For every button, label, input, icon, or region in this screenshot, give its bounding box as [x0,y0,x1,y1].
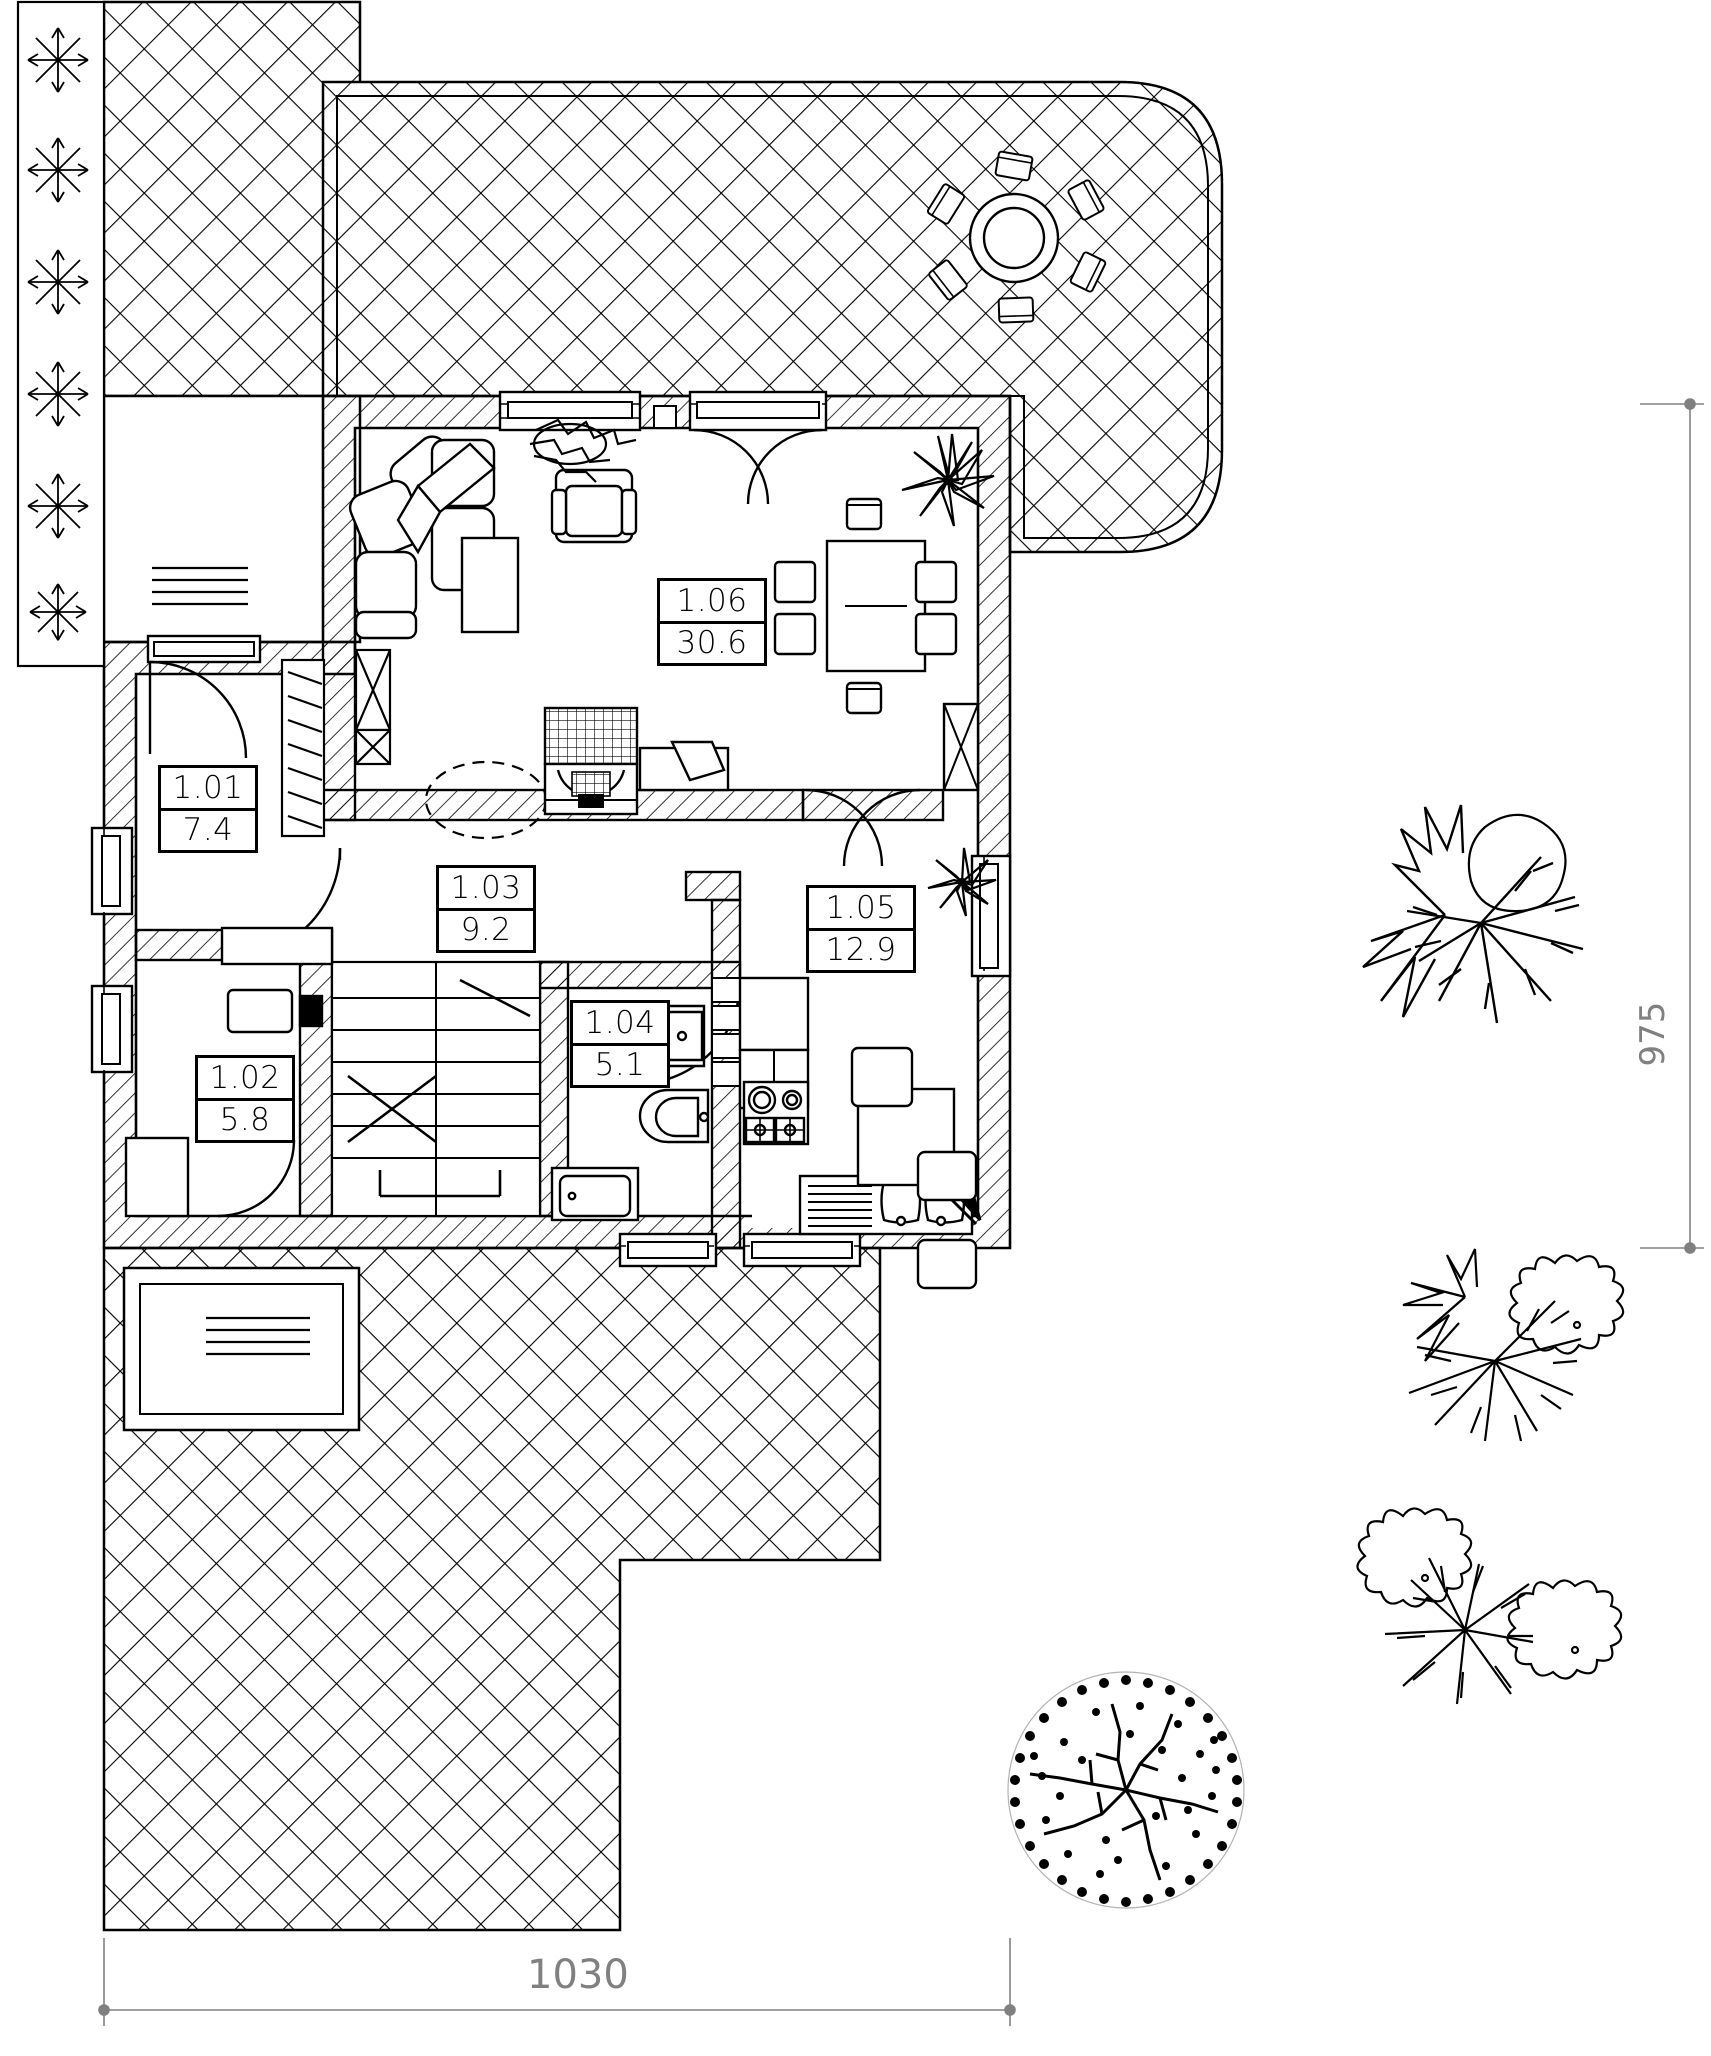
kitchen-fixtures [738,976,982,1290]
room-code: 1.05 [809,888,913,931]
dining-set [773,497,958,715]
dimension-label-bottom: 1030 [527,1952,629,1998]
patio-set [925,150,1108,324]
hall-closet [354,648,392,766]
room-tag-1-01[interactable]: 1.01 7.4 [158,765,258,853]
cooktop [742,1080,810,1146]
room-area: 7.4 [182,812,234,849]
dimension-label-right: 975 [1633,1001,1673,1067]
landscape-group-top [1362,804,1584,1024]
toilet [638,1088,710,1144]
shoe-bench [220,926,334,966]
armchair [550,468,638,544]
landscape-group-bottom [1356,1507,1623,1705]
room-code: 1.01 [161,768,255,811]
room-area: 9.2 [460,912,512,949]
shrub-border-left [16,0,106,668]
tv-console [638,740,730,792]
room-area: 30.6 [676,625,748,662]
dimension-lines [98,398,1704,2026]
room-area: 5.8 [219,1102,271,1139]
room-code: 1.03 [439,868,533,911]
nook-chair-b [916,1238,978,1290]
indoor-plant-star [901,433,995,527]
utility-unit [124,1136,190,1218]
nook-chair-a [916,1150,978,1202]
tall-cabinet [942,702,980,792]
bathtub [550,1166,640,1222]
room-area: 12.9 [825,932,897,969]
indoor-plant-kitchen [927,847,997,917]
canopy-tree [1007,1671,1245,1909]
hall-furniture [124,926,334,1218]
lower-patio-inset [122,1266,361,1432]
room-tag-1-05[interactable]: 1.05 12.9 [806,885,916,973]
fireplace [543,706,639,816]
landscape-group-mid [1402,1248,1625,1442]
indoor-plant-left [529,418,637,483]
room-tag-1-06[interactable]: 1.06 30.6 [657,578,767,666]
living-room-furniture [348,435,638,840]
fridge [738,976,810,1052]
room-code: 1.02 [198,1058,292,1101]
windows [90,390,1012,1268]
room-code: 1.06 [660,581,764,624]
room-tag-1-02[interactable]: 1.02 5.8 [195,1055,295,1143]
room-code: 1.04 [573,1003,667,1046]
room-tag-1-03[interactable]: 1.03 9.2 [436,865,536,953]
radiator-hall [280,658,326,838]
nook-chair-c [850,1046,914,1108]
room-area: 5.1 [594,1047,646,1084]
carport-roof [102,394,362,644]
room-tag-1-04[interactable]: 1.04 5.1 [570,1000,670,1088]
coffee-table [460,536,520,634]
staircase [330,960,542,1218]
boiler [226,988,294,1034]
